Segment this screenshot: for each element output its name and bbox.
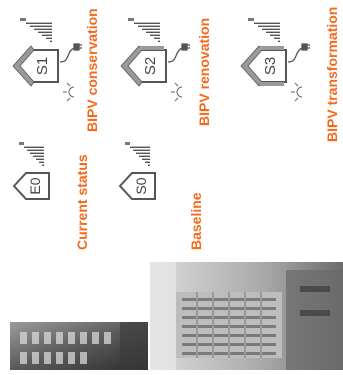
caption-s3: BIPV transformation bbox=[324, 7, 340, 142]
sun-icon bbox=[63, 83, 74, 101]
scenario-code: E0 bbox=[27, 177, 43, 194]
pv-facade-icon bbox=[260, 46, 284, 50]
building-photo-right bbox=[150, 262, 343, 370]
caption-e0: Current status bbox=[74, 154, 90, 250]
scenario-s3: S3 bbox=[241, 18, 310, 101]
plug-icon bbox=[288, 44, 310, 62]
bar-scale-icon bbox=[248, 18, 280, 42]
scenario-s1: S1 bbox=[13, 18, 82, 101]
scenario-s2: S2 bbox=[121, 18, 190, 101]
scenario-e0: E0 bbox=[14, 142, 49, 199]
scenario-code: S0 bbox=[133, 177, 149, 194]
bar-scale-icon bbox=[125, 142, 150, 166]
pv-facade-icon bbox=[140, 46, 164, 50]
bar-scale-icon bbox=[20, 18, 52, 42]
sun-icon bbox=[171, 83, 182, 101]
scenario-s0: S0 bbox=[120, 142, 155, 199]
bar-scale-icon bbox=[19, 142, 44, 166]
scenario-code: S1 bbox=[34, 57, 51, 75]
caption-s2: BIPV renovation bbox=[196, 18, 212, 126]
bar-scale-icon bbox=[128, 18, 160, 42]
scenario-code: S2 bbox=[142, 57, 159, 75]
plug-icon bbox=[168, 44, 190, 62]
caption-s0: Baseline bbox=[188, 192, 204, 250]
sun-icon bbox=[291, 83, 302, 101]
building-photo-left bbox=[10, 322, 148, 370]
pv-facade-icon bbox=[260, 82, 284, 86]
caption-s1: BIPV conservation bbox=[84, 8, 100, 132]
scenario-code: S3 bbox=[262, 57, 279, 75]
plug-icon bbox=[60, 44, 82, 62]
